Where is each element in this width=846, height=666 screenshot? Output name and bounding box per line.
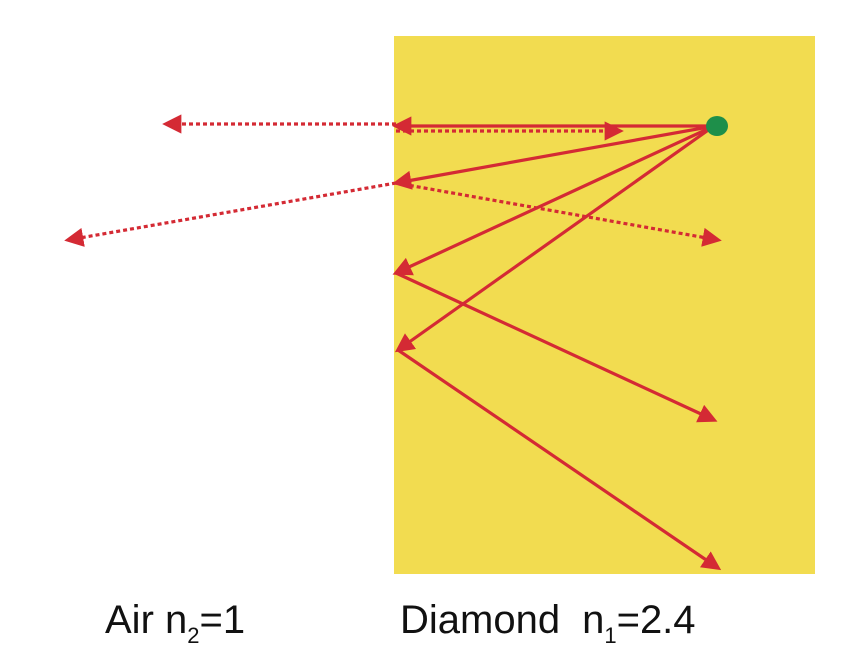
- diamond-name: Diamond: [400, 598, 561, 642]
- diamond-label: Diamond n1=2.4: [400, 598, 696, 648]
- air-label: Air n2=1: [105, 598, 246, 648]
- refracted-ray-2: [64, 181, 397, 247]
- air-symbol: n: [165, 598, 188, 642]
- diamond-value: =2.4: [616, 598, 696, 642]
- partial-reflected-ray-2: [395, 181, 722, 247]
- diamond-region: [394, 36, 815, 574]
- air-subscript: 2: [187, 623, 200, 648]
- reflected-ray-4: [397, 348, 722, 571]
- incident-ray-4: [394, 124, 715, 353]
- incident-ray-2: [392, 124, 715, 190]
- diamond-subscript: 1: [604, 623, 617, 648]
- reflected-ray-3: [395, 271, 718, 423]
- air-value: =1: [199, 598, 246, 642]
- light-source-dot: [706, 116, 728, 136]
- incident-ray-3: [392, 124, 715, 276]
- air-name: Air: [105, 598, 154, 642]
- diamond-symbol: n: [582, 598, 605, 642]
